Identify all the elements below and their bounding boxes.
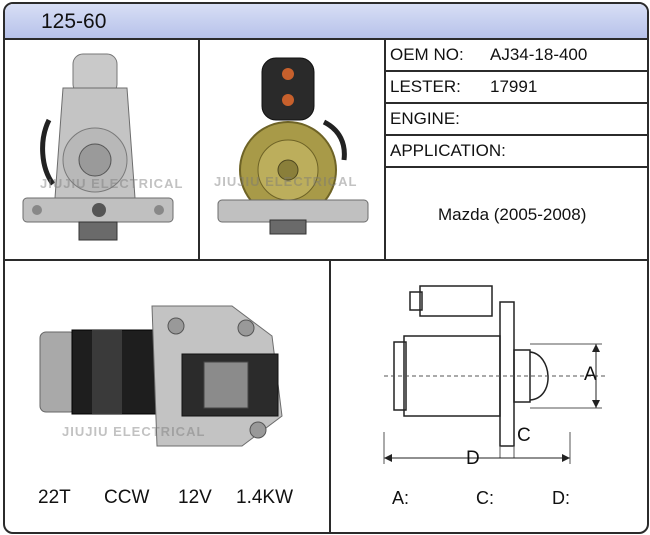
- starter-rear-photo: [217, 57, 369, 235]
- diagram-label-a: A: [584, 364, 597, 385]
- watermark: JIUJIU ELECTRICAL: [40, 176, 184, 191]
- dimension-d-label: D:: [552, 488, 570, 508]
- divider: [198, 38, 200, 260]
- divider: [384, 38, 386, 260]
- lester-label: LESTER:: [390, 77, 461, 96]
- spec-teeth: 22T: [38, 487, 71, 508]
- oem-number-value: AJ34-18-400: [490, 45, 588, 64]
- header-bar: 125-60: [5, 4, 647, 40]
- divider: [384, 134, 647, 136]
- dimension-diagram: [383, 285, 608, 464]
- spec-voltage: 12V: [178, 487, 212, 508]
- watermark: JIUJIU ELECTRICAL: [62, 424, 206, 439]
- part-number: 125-60: [41, 10, 107, 33]
- starter-side-photo: [39, 305, 283, 447]
- divider: [384, 166, 647, 168]
- divider: [384, 102, 647, 104]
- application-field: APPLICATION:: [390, 141, 506, 161]
- oem-number-field: OEM NO: AJ34-18-400: [390, 45, 587, 65]
- diagram-label-d: D: [466, 448, 480, 469]
- dimension-c-label: C:: [476, 488, 494, 508]
- lester-value: 17991: [490, 77, 538, 96]
- application-value: Mazda (2005-2008): [438, 205, 587, 224]
- application-label: APPLICATION:: [390, 141, 506, 160]
- dimension-a-label: A:: [392, 488, 410, 508]
- engine-field: ENGINE:: [390, 109, 460, 129]
- engine-label: ENGINE:: [390, 109, 460, 128]
- oem-number-label: OEM NO:: [390, 45, 464, 64]
- divider: [384, 70, 647, 72]
- diagram-label-c: C: [517, 425, 531, 446]
- spec-rotation: CCW: [104, 487, 150, 508]
- watermark: JIUJIU ELECTRICAL: [214, 174, 358, 189]
- starter-front-photo: [22, 53, 174, 241]
- spec-power: 1.4KW: [236, 487, 294, 508]
- divider: [329, 259, 331, 532]
- lester-field: LESTER: 17991: [390, 77, 537, 97]
- divider: [5, 259, 647, 261]
